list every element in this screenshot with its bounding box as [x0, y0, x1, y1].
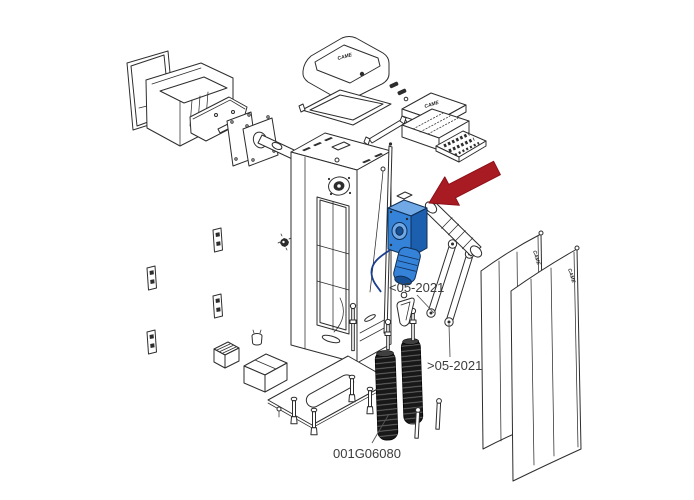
- side-bolt: [276, 406, 282, 418]
- spring-coils: [401, 338, 423, 425]
- motor-wire: [370, 249, 391, 293]
- clevis-pin: [414, 407, 421, 439]
- clevis-pin: [435, 398, 442, 430]
- anchor-bolt: [366, 386, 374, 415]
- came-logo: CAME: [566, 268, 576, 284]
- support-bar: [363, 115, 408, 146]
- gearmotor-highlighted: [370, 191, 428, 293]
- board-components: [443, 132, 480, 157]
- anchor-bolt: [290, 396, 298, 425]
- side-panel-front: CAME: [510, 245, 582, 482]
- rubber-buffer: [243, 353, 288, 393]
- boom-segment: [424, 201, 483, 258]
- wall-clip: [146, 265, 157, 291]
- leader-post-2021: [448, 323, 451, 358]
- mounting-bracket: [189, 96, 248, 142]
- vent-slots: [412, 112, 459, 135]
- lever-link: [396, 291, 415, 327]
- shaft-bearing: [327, 176, 352, 196]
- came-logo: CAME: [424, 100, 440, 110]
- threaded-rod: [349, 302, 357, 352]
- transformer-ribs: [216, 343, 237, 354]
- lid-gasket-frame: [298, 89, 392, 126]
- motor-cylinder: [393, 246, 421, 286]
- leader-part-code: [371, 413, 390, 444]
- star-fastener: [277, 233, 292, 251]
- side-ribs: [359, 314, 387, 342]
- boom-stripes: [441, 217, 474, 250]
- cabinet-body: [290, 132, 392, 364]
- anchor-bolt: [348, 374, 356, 403]
- threaded-rod: [384, 318, 392, 351]
- balance-spring-large: [374, 350, 399, 441]
- pointer-arrow-icon: [428, 160, 501, 206]
- wall-clip: [146, 329, 157, 355]
- wall-clip: [212, 293, 223, 319]
- lid-lock-icon: [359, 71, 365, 77]
- transformer-block: [213, 341, 240, 369]
- cabinet-lid: CAME: [302, 36, 390, 101]
- cable-gland-cap: [251, 329, 263, 346]
- came-logo: CAME: [531, 250, 541, 266]
- leader-pre-2021: [416, 294, 435, 314]
- label-pre-2021: <05-2021: [389, 280, 444, 295]
- label-part-code: 001G06080: [333, 446, 401, 461]
- control-box: [401, 108, 470, 151]
- wall-clip: [212, 227, 223, 253]
- tie-rod-pre2021: [426, 233, 461, 318]
- front-opening: [316, 196, 350, 335]
- circuit-board: [435, 130, 487, 163]
- top-slots: [302, 137, 383, 164]
- balance-spring-small: [400, 338, 424, 425]
- spring-coils: [375, 350, 398, 441]
- internal-cable: [333, 297, 344, 333]
- label-post-2021: >05-2021: [427, 358, 482, 373]
- came-logo: CAME: [337, 52, 353, 62]
- latch-parts: [389, 81, 409, 102]
- anchor-bolt: [310, 407, 318, 436]
